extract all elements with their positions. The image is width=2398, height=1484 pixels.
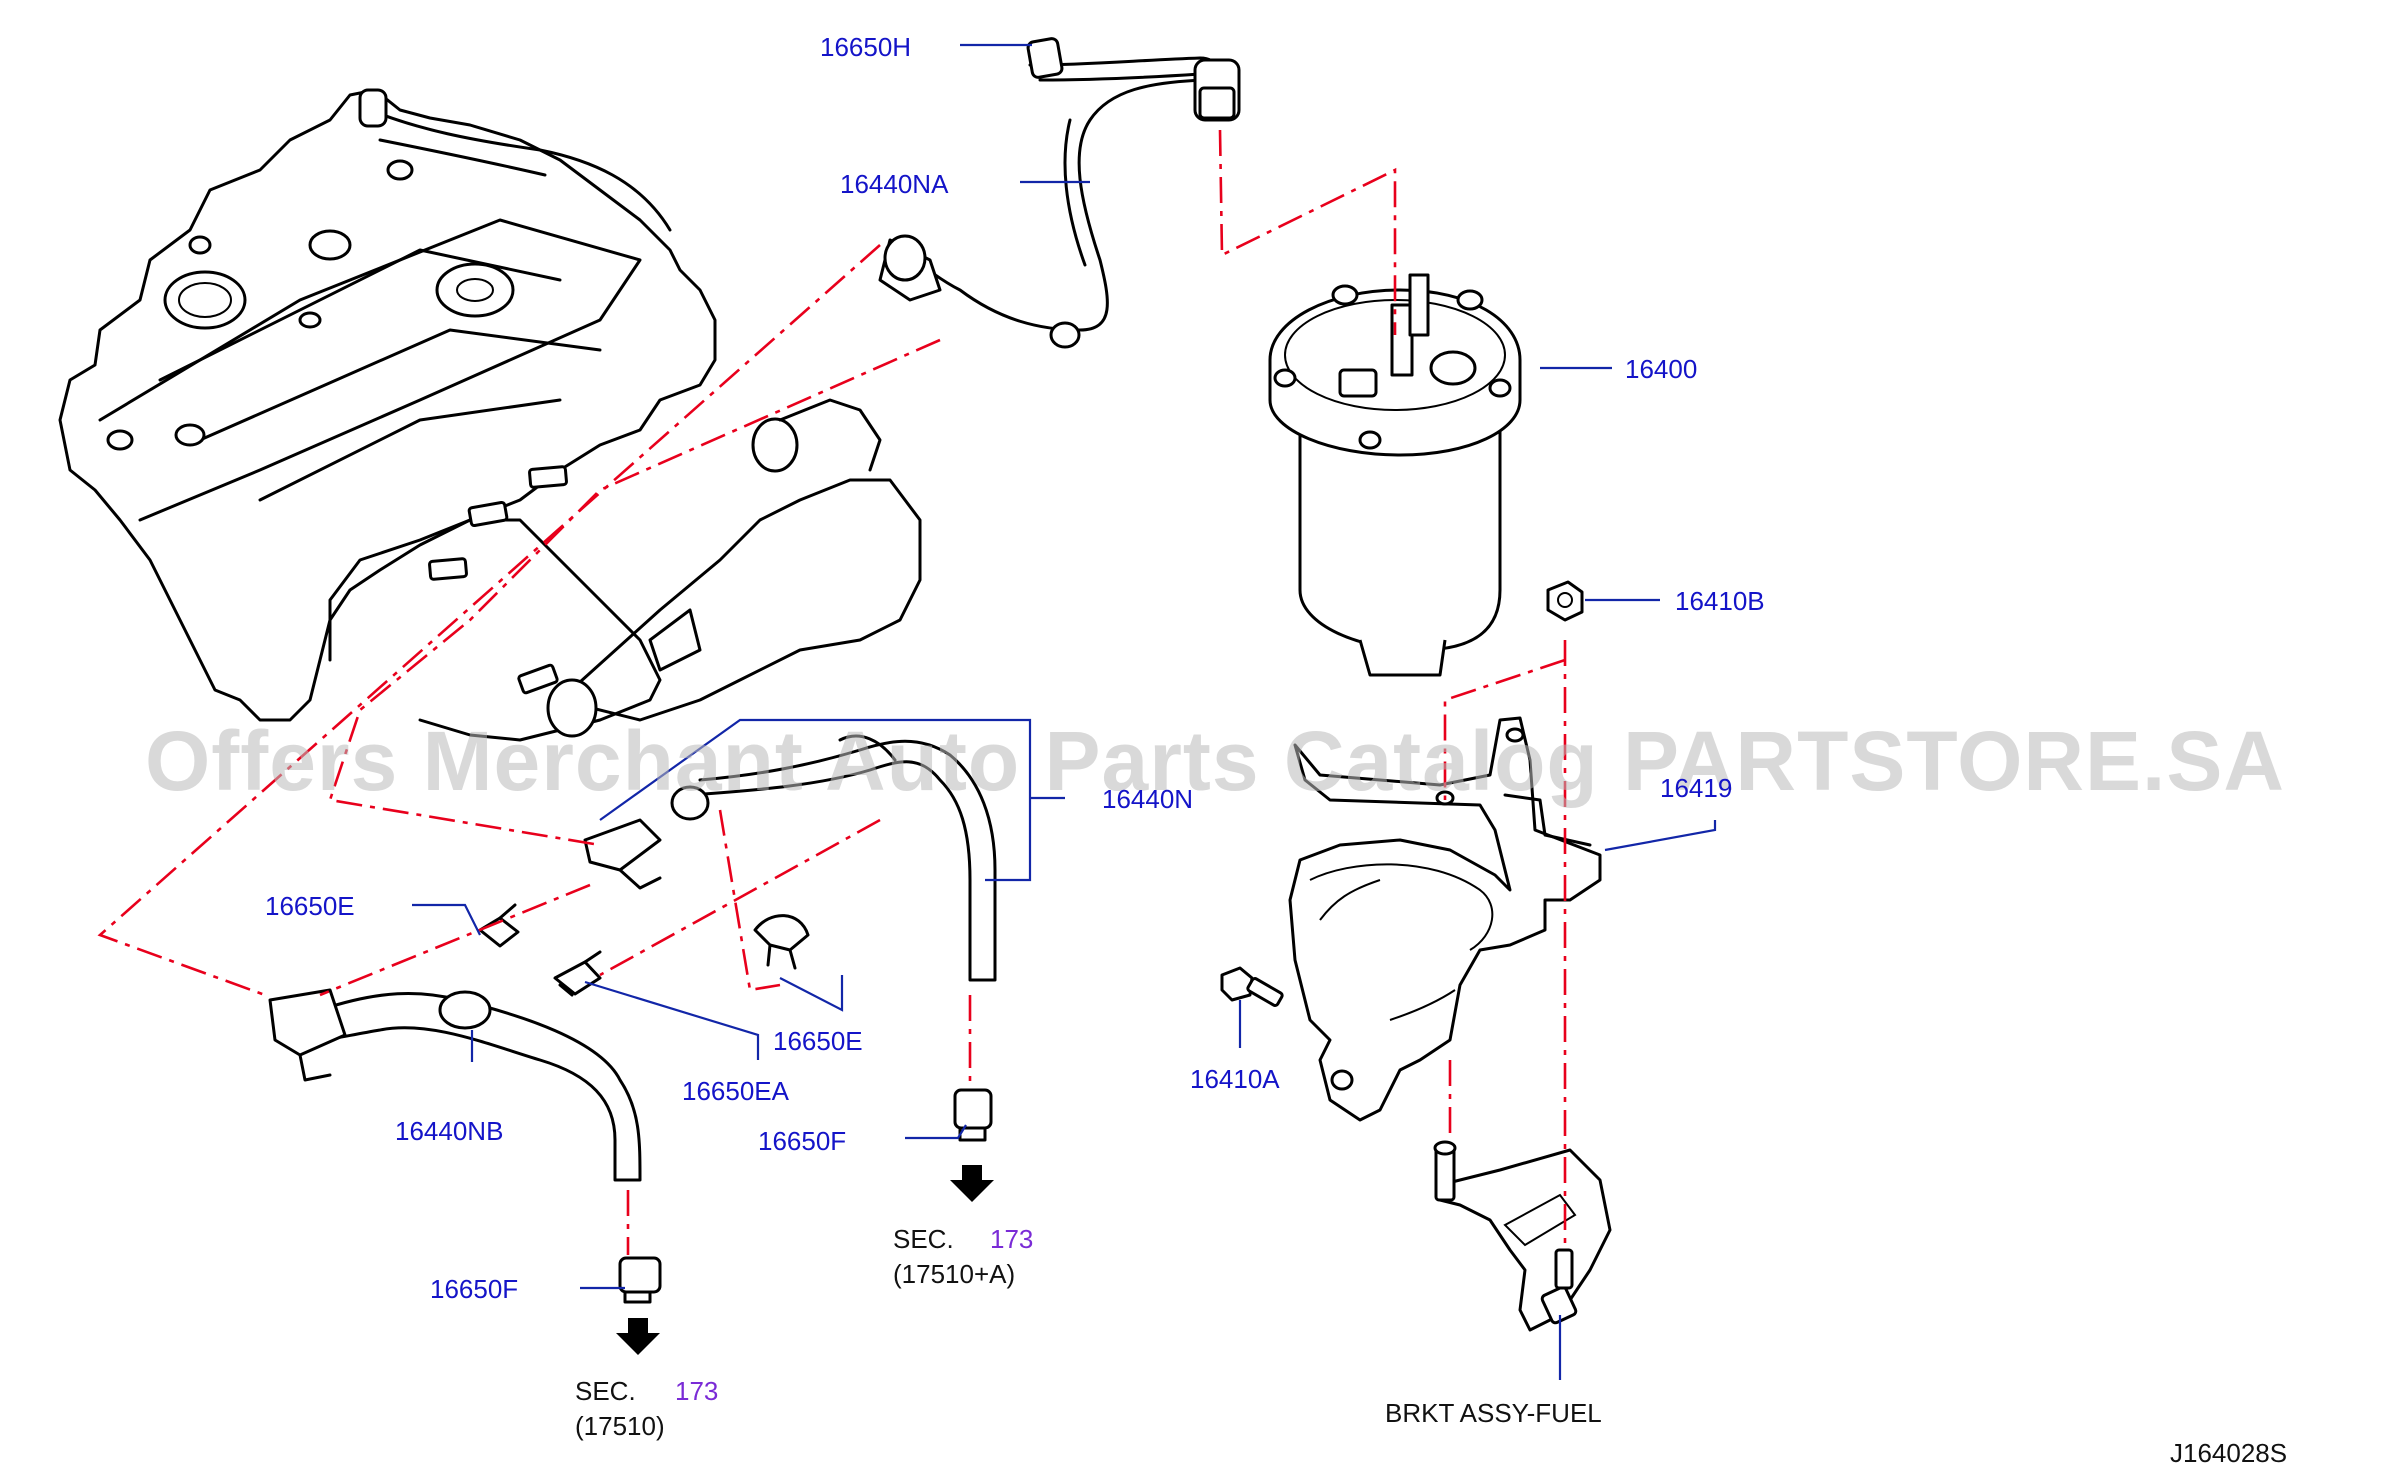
section-ref-left: SEC. 173 (17510) (575, 1376, 718, 1441)
bolt-16410A-illustration (1220, 966, 1284, 1007)
bracket-assy-fuel-illustration (1433, 1140, 1612, 1332)
down-arrow-icon (616, 1318, 660, 1355)
label-16650F-mid[interactable]: 16650F (758, 1126, 846, 1156)
bracket-assy-fuel-label: BRKT ASSY-FUEL (1385, 1398, 1602, 1428)
label-16440NB[interactable]: 16440NB (395, 1116, 503, 1146)
label-16650E-right[interactable]: 16650E (773, 1026, 863, 1056)
assembly-dashed-lines (97, 129, 1567, 1255)
label-16650E-left[interactable]: 16650E (265, 891, 355, 921)
clip-16650EA-illustration (553, 950, 602, 997)
sec-number-link[interactable]: 173 (990, 1224, 1033, 1254)
section-ref-mid: SEC. 173 (17510+A) (893, 1224, 1033, 1289)
sec-label: SEC. (893, 1224, 954, 1254)
part-labels: 16650H 16440NA 16400 16410B 16440N 16419… (265, 32, 1765, 1304)
label-16650H[interactable]: 16650H (820, 32, 911, 62)
label-16410B[interactable]: 16410B (1675, 586, 1765, 616)
hose-16440N-illustration (583, 734, 997, 982)
label-16650F-left[interactable]: 16650F (430, 1274, 518, 1304)
diagram-code: J164028S (2170, 1438, 2287, 1468)
down-arrow-icon (950, 1165, 994, 1202)
label-16650EA[interactable]: 16650EA (682, 1076, 790, 1106)
clip-16650F-mid-illustration (953, 1088, 993, 1142)
sec-sub-label: (17510+A) (893, 1259, 1015, 1289)
clip-16650E-right-illustration (753, 914, 810, 970)
sec-number-link[interactable]: 173 (675, 1376, 718, 1406)
sec-sub-label: (17510) (575, 1411, 665, 1441)
bracket-16419-illustration (1288, 716, 1602, 1122)
label-16410A[interactable]: 16410A (1190, 1064, 1280, 1094)
sec-label: SEC. (575, 1376, 636, 1406)
label-16440N[interactable]: 16440N (1102, 784, 1193, 814)
nut-16410B-illustration (1546, 580, 1584, 622)
engine-manifold-illustration (58, 88, 922, 742)
label-16440NA[interactable]: 16440NA (840, 169, 949, 199)
clip-16650E-left-illustration (478, 903, 520, 948)
label-16419[interactable]: 16419 (1660, 773, 1732, 803)
hose-16440NB-illustration (268, 988, 642, 1182)
label-16400[interactable]: 16400 (1625, 354, 1697, 384)
hose-16440NA-illustration (878, 37, 1241, 349)
clip-16650F-left-illustration (618, 1256, 662, 1304)
watermark-text: Offers Merchant Auto Parts Catalog PARTS… (145, 714, 2285, 808)
fuel-filter-illustration (1268, 273, 1522, 677)
leader-lines (412, 43, 1717, 1380)
